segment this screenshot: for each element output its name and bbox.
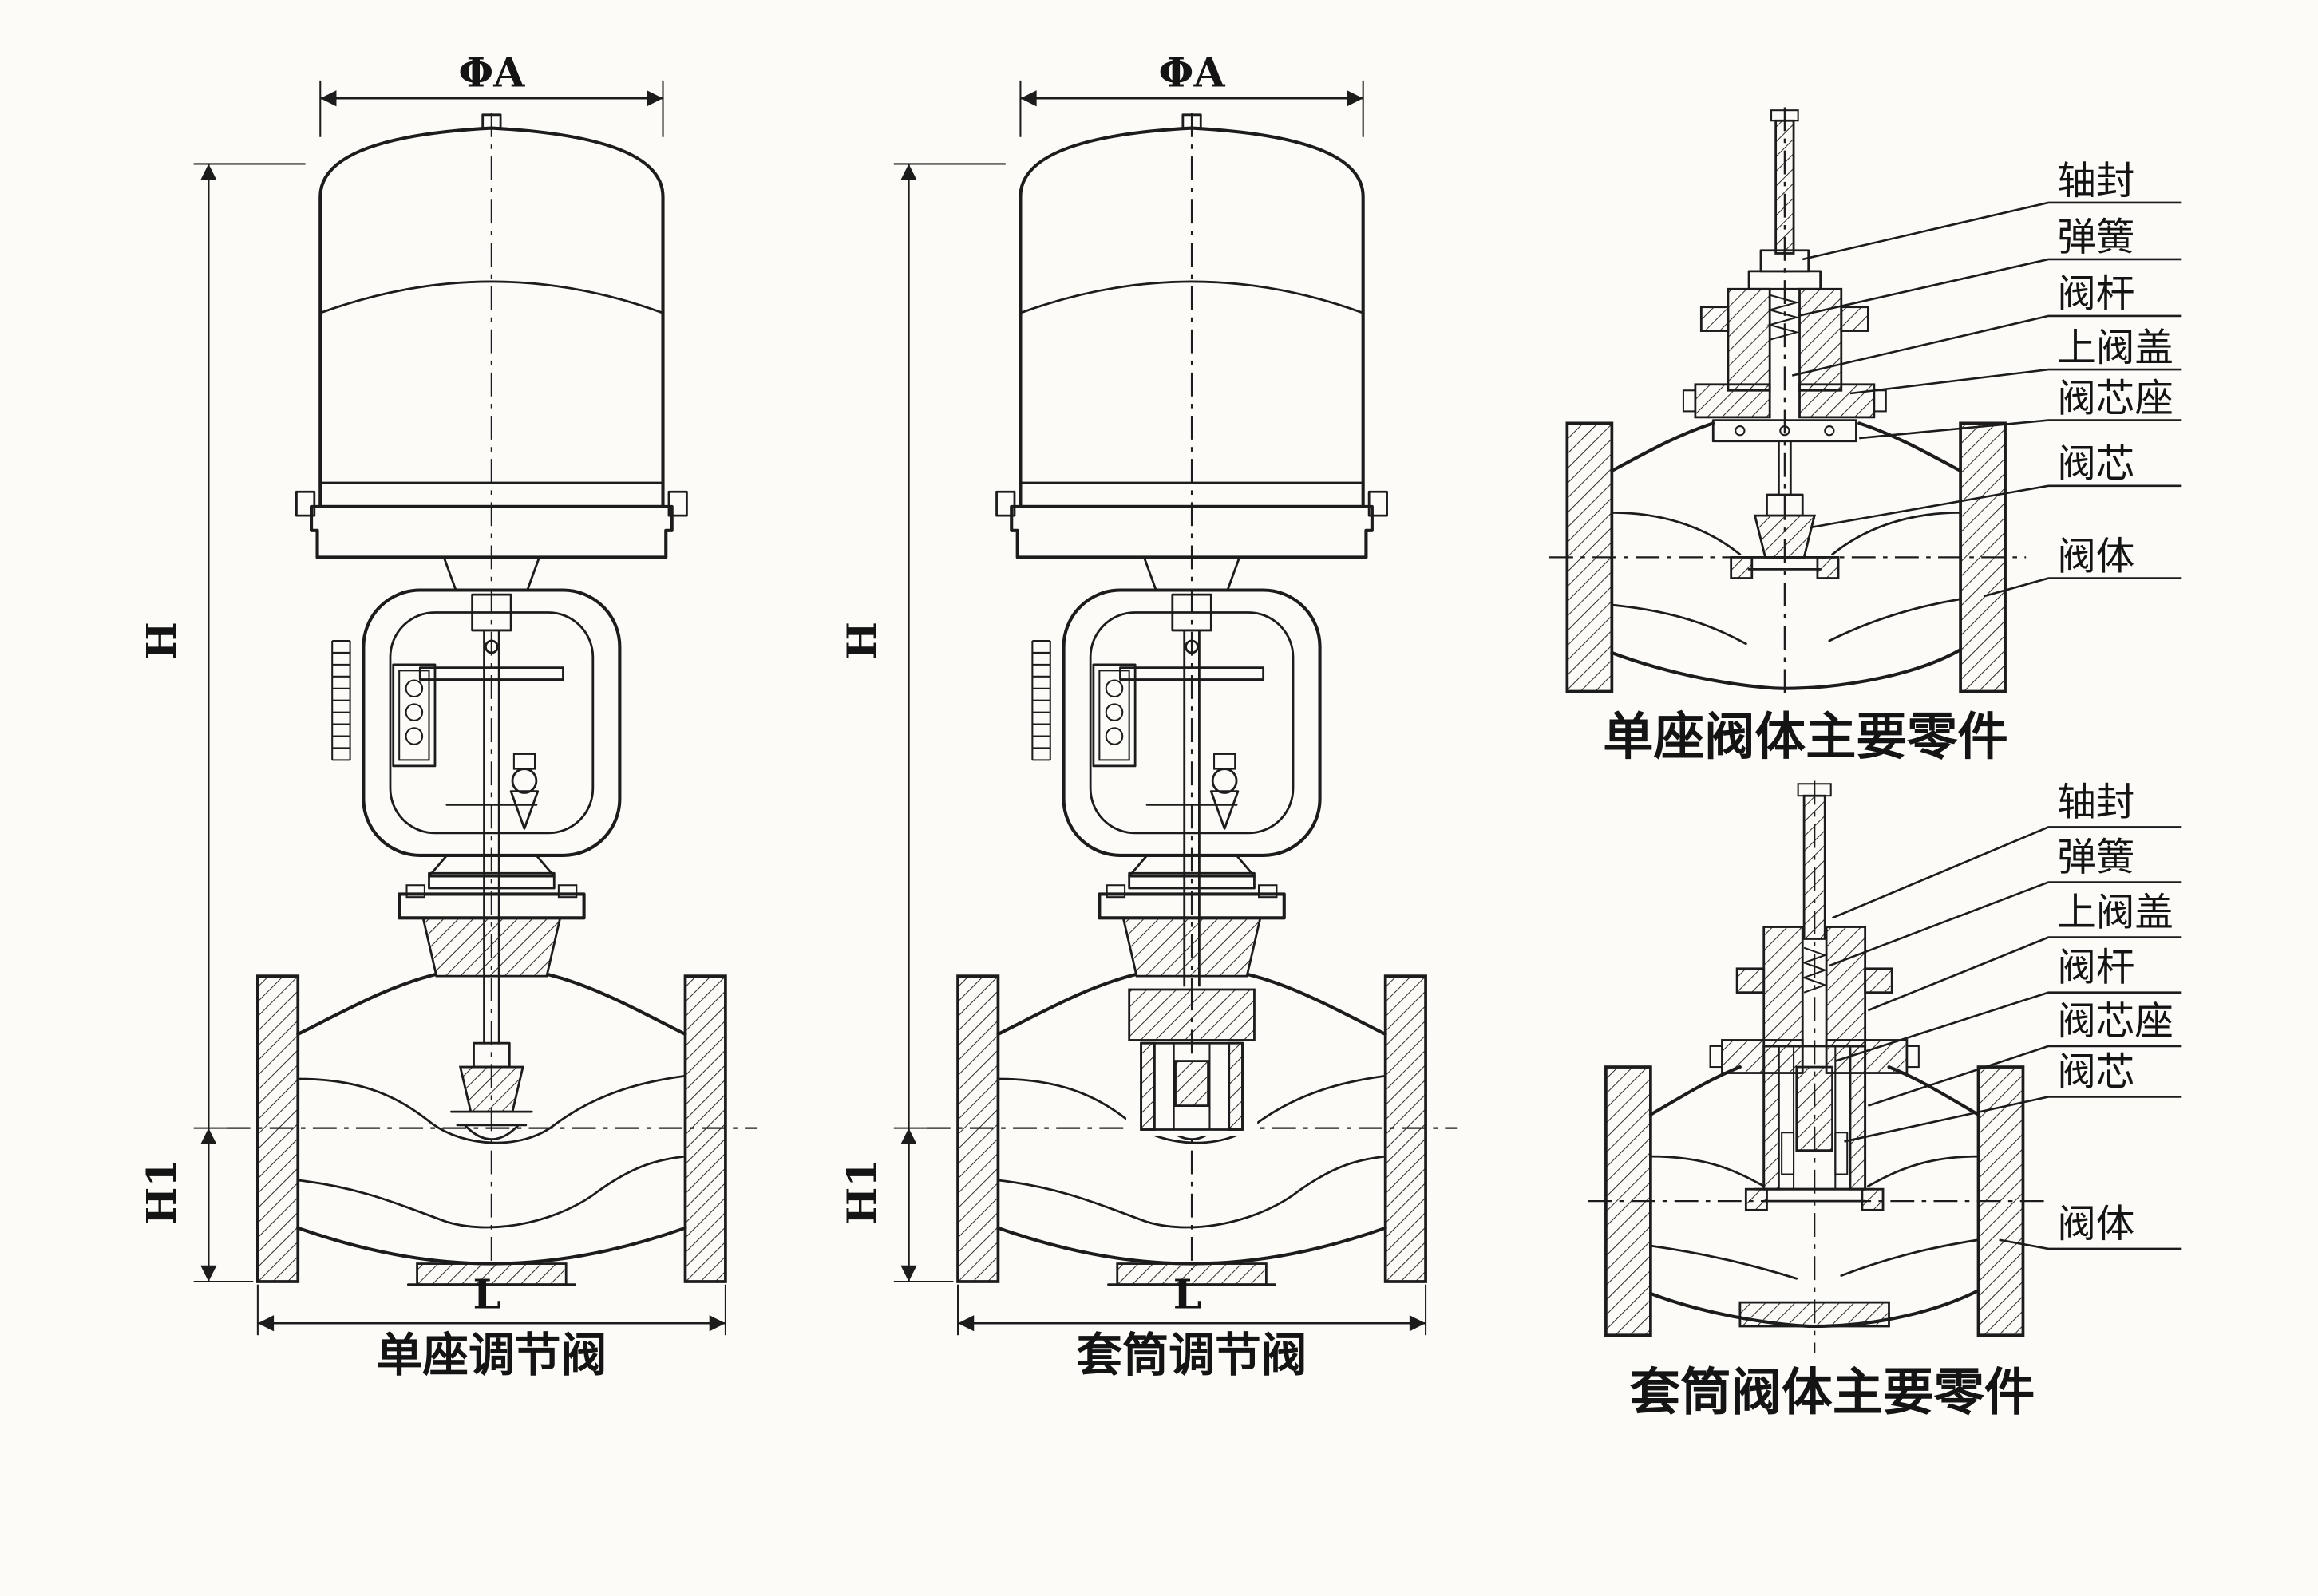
label-plug: 阀芯: [2057, 1049, 2134, 1094]
shaft-seal: [1747, 249, 1822, 290]
single-seat-parts-caption: 单座阀体主要零件: [1603, 707, 2008, 766]
dim-h1-label: H1: [138, 1159, 185, 1226]
label-stem: 阀杆: [2057, 946, 2134, 990]
body: [1549, 421, 2027, 693]
plug: [1795, 1065, 1833, 1152]
sleeve-valve-caption: 套筒调节阀: [1076, 1328, 1307, 1382]
cage-plug: [1174, 1060, 1209, 1108]
label-upper-bonnet: 上阀盖: [2057, 891, 2174, 935]
spring: [1802, 946, 1828, 994]
label-body: 阀体: [2057, 534, 2134, 579]
label-body: 阀体: [2057, 1202, 2134, 1246]
dim-l-label: L: [473, 1271, 501, 1318]
sleeve-valve-figure: ΦA H H1 L 套筒调节阀: [838, 49, 1457, 1382]
sleeve-part-labels: 轴封 弹簧 上阀盖 阀杆 阀芯座 阀芯 阀体: [1829, 780, 2182, 1250]
dim-h1-label: H1: [838, 1159, 885, 1226]
cage-sleeve: [1762, 1045, 1867, 1191]
label-shaft-seal: 轴封: [2057, 780, 2134, 824]
sleeve-parts-caption: 套筒阀体主要零件: [1630, 1363, 2035, 1422]
label-spring: 弹簧: [2057, 215, 2134, 260]
single-seat-valve-drawing: [194, 81, 757, 1335]
upper-bonnet: [1709, 926, 1920, 1074]
body: [1588, 1065, 2044, 1337]
single-seat-valve-caption: 单座调节阀: [376, 1328, 607, 1382]
stem: [1802, 794, 1826, 940]
single-seat-valve-figure: ΦA H H1 L 单座调节阀: [138, 49, 757, 1382]
label-stem: 阀杆: [2057, 272, 2134, 317]
sleeve-parts-figure: 轴封 弹簧 上阀盖 阀杆 阀芯座 阀芯 阀体 套筒阀体主要零件: [1588, 780, 2182, 1422]
cage-trim-overlay: [1125, 986, 1258, 1136]
plug: [1753, 493, 1816, 559]
label-plug-seat: 阀芯座: [2057, 999, 2174, 1044]
stem: [1774, 119, 1795, 255]
sleeve-valve-drawing: [894, 81, 1457, 1335]
single-seat-part-labels: 轴封 弹簧 阀杆 上阀盖 阀芯座 阀芯 阀体: [1791, 159, 2182, 598]
dim-l-label: L: [1173, 1271, 1201, 1318]
label-upper-bonnet: 上阀盖: [2057, 326, 2174, 370]
label-shaft-seal: 轴封: [2057, 159, 2134, 203]
label-plug-seat: 阀芯座: [2057, 376, 2174, 421]
upper-bonnet: [1682, 287, 1887, 419]
dim-h-label: H: [138, 622, 185, 660]
dim-phi-a-label: ΦA: [1159, 49, 1226, 96]
label-spring: 弹簧: [2057, 836, 2134, 880]
dim-h-label: H: [838, 622, 885, 660]
single-seat-parts-figure: 轴封 弹簧 阀杆 上阀盖 阀芯座 阀芯 阀体 单座阀体主要零件: [1549, 107, 2182, 766]
dim-phi-a-label: ΦA: [458, 49, 525, 96]
spring: [1766, 294, 1800, 341]
plug-seat: [1711, 419, 1857, 443]
label-plug: 阀芯: [2057, 442, 2134, 487]
